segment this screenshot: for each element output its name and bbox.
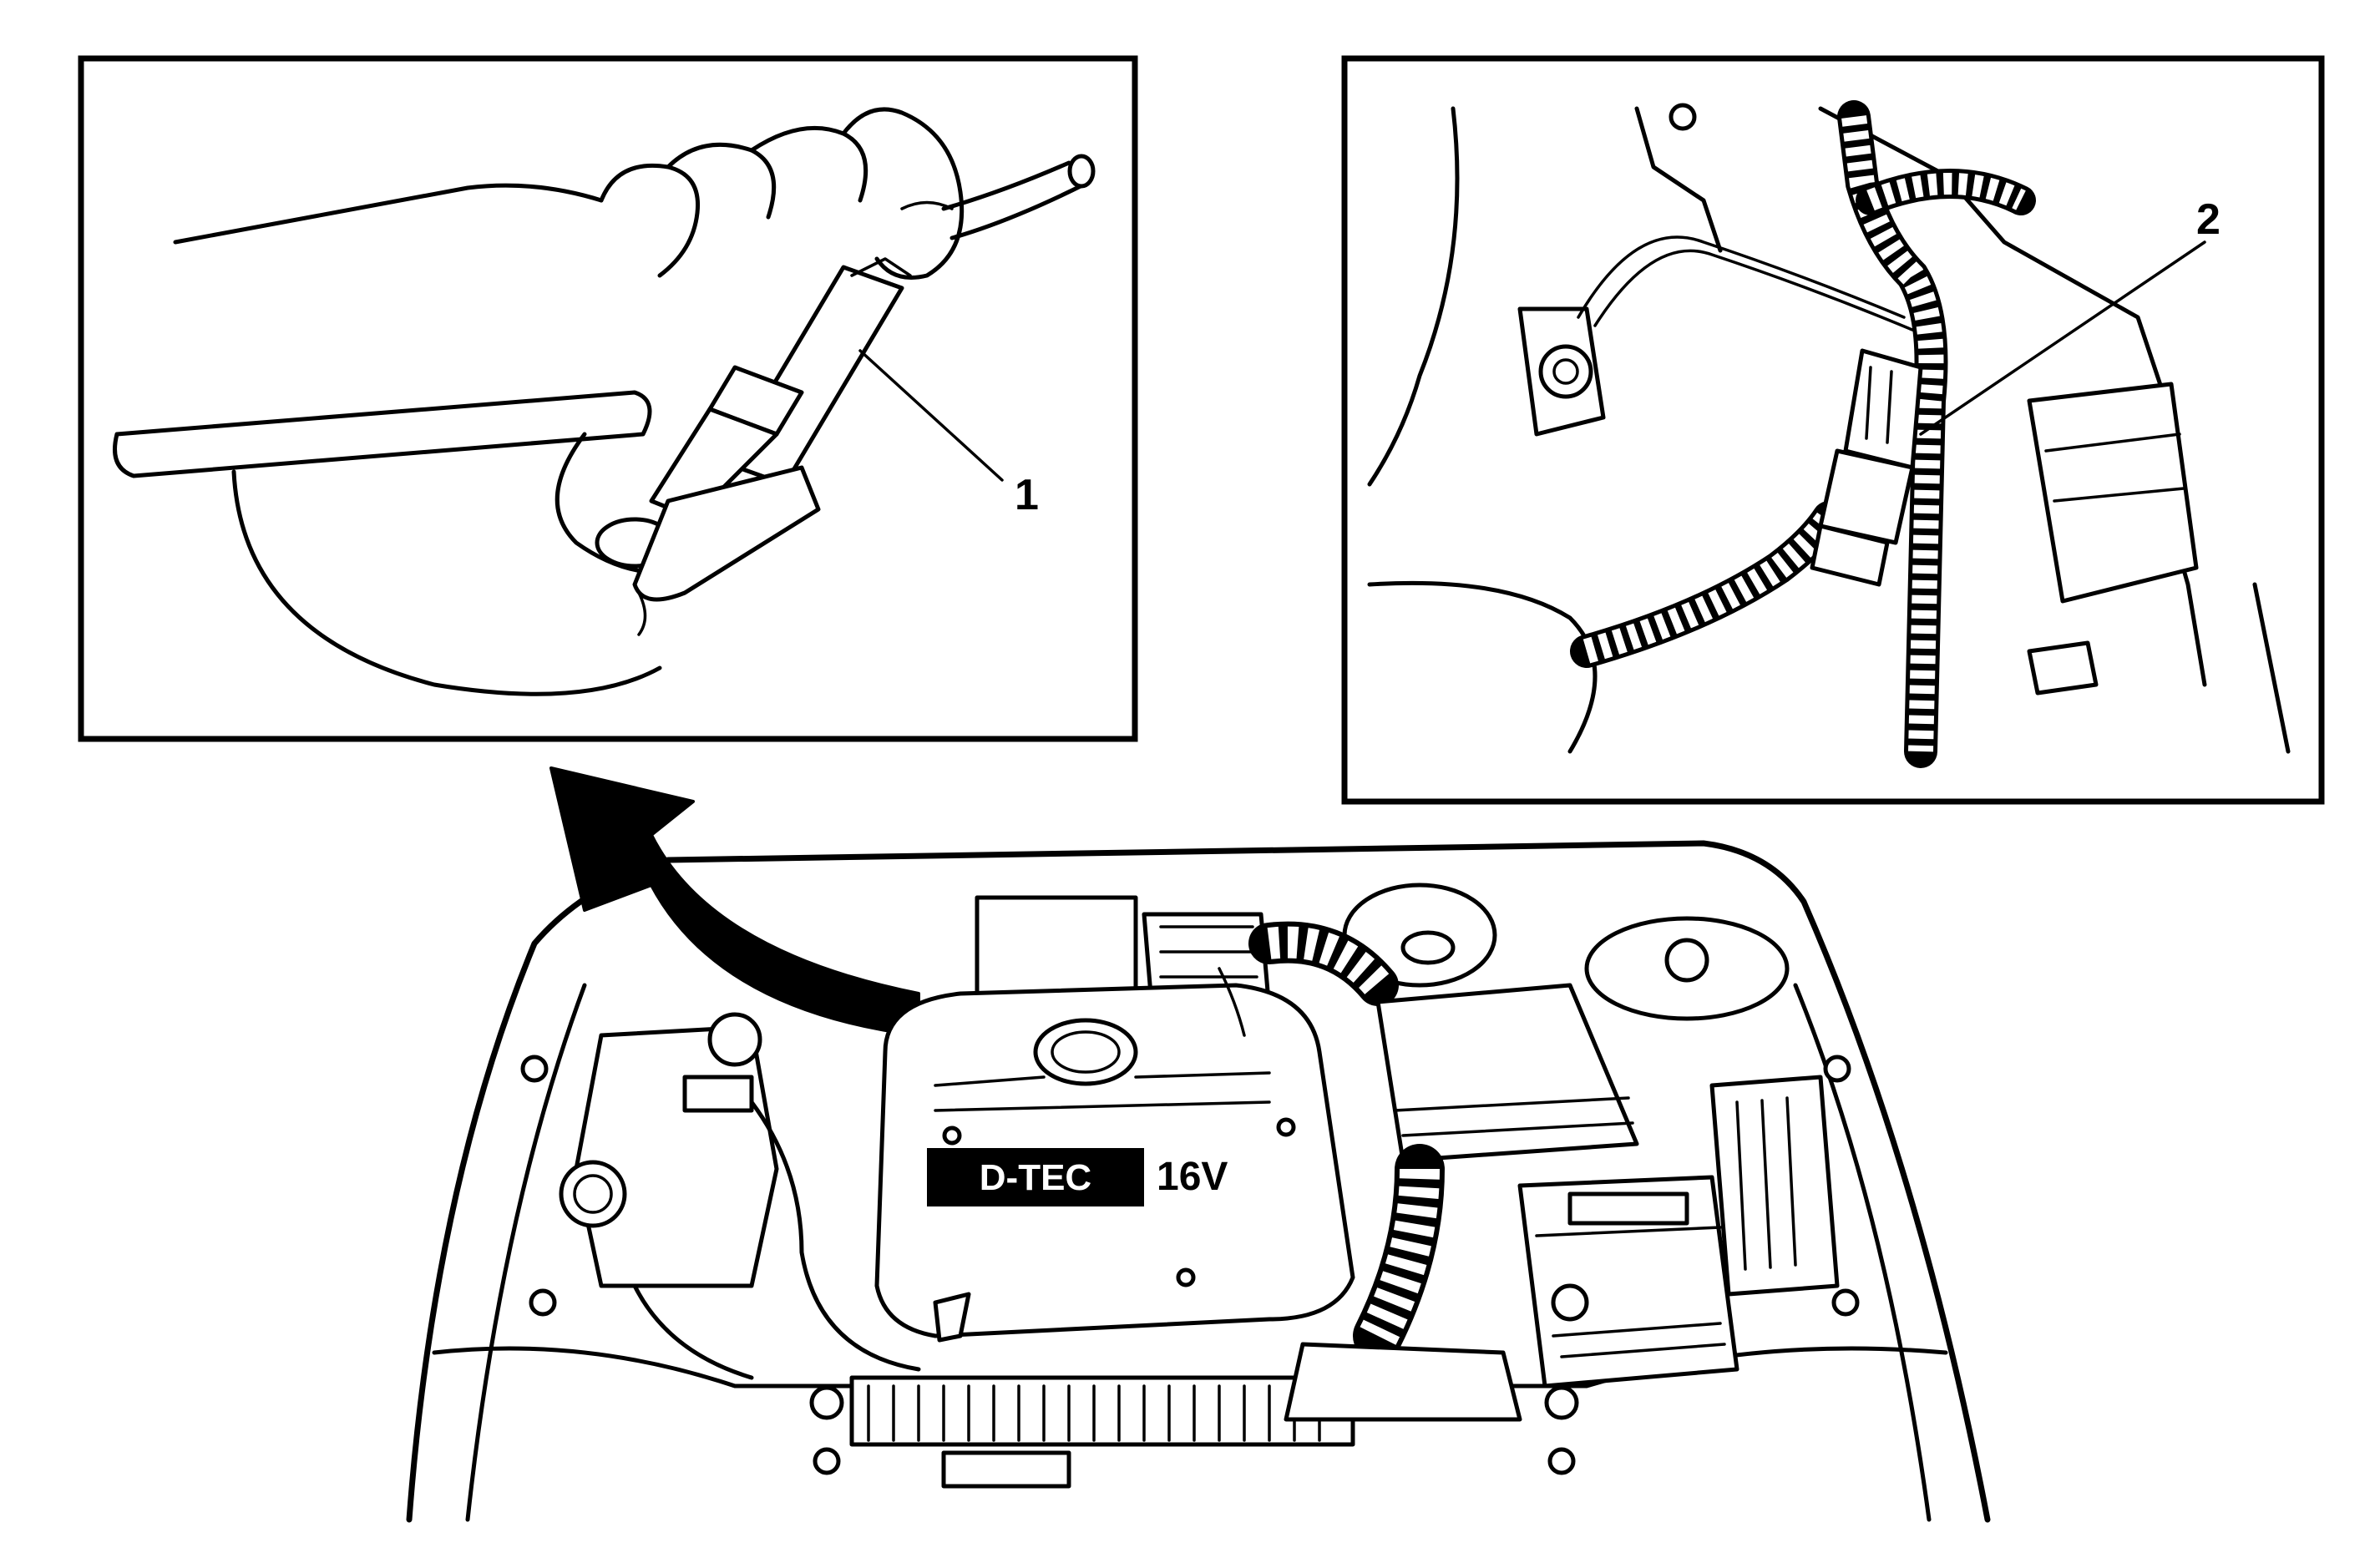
fender-inner-left — [465, 983, 587, 1522]
engine-badge-plate — [927, 1148, 1144, 1206]
finger-1 — [599, 163, 701, 278]
connector-ribs — [1865, 366, 1893, 444]
engine-badge-brand: D-TEC — [980, 1157, 1091, 1198]
manifold-outline — [231, 469, 662, 696]
harness-branch-ribs — [1866, 173, 2026, 211]
relay-box-right — [1709, 1075, 1840, 1297]
reservoir-label — [682, 1075, 754, 1113]
arm-outline — [173, 183, 604, 245]
mount-bolt — [1538, 344, 1593, 399]
relay-box-ribs — [1735, 1096, 1797, 1271]
bracket-hole — [1669, 103, 1697, 131]
harness-thin-a — [1577, 235, 1906, 319]
callout-1: 1 — [1015, 471, 1039, 519]
radiator-grille — [849, 1375, 1355, 1447]
fender-bolt-left — [520, 1055, 549, 1083]
intake-tube-lower-ribs — [1360, 1168, 1440, 1345]
inset-connector-location: 2 — [1341, 55, 2325, 805]
fender-inner-right — [1793, 983, 1932, 1522]
fender-bolt-right — [1823, 1055, 1851, 1083]
engine-bay-view: D-TEC 16V — [406, 840, 1991, 1523]
battery-terminal-neg — [1551, 1283, 1589, 1322]
battery-tray — [1552, 1322, 1726, 1358]
hood-latch — [941, 1450, 1071, 1489]
panel-edge-1 — [1367, 106, 1460, 487]
latch-bolt-left — [809, 1385, 844, 1420]
leader-line-2 — [1919, 240, 2206, 436]
sensor-wire-b — [949, 181, 1088, 240]
battery-label — [1567, 1191, 1689, 1226]
washer-cap — [559, 1160, 627, 1228]
engine-badge-valves: 16V — [1157, 1155, 1228, 1199]
sensor-cable-engine — [1218, 967, 1246, 1037]
air-scoop — [1284, 1342, 1522, 1422]
sensor-wire-a — [941, 160, 1071, 211]
air-filter-box — [1375, 983, 1639, 1163]
engine-cover: D-TEC 16V — [874, 983, 1355, 1343]
coolant-cap — [707, 1012, 762, 1067]
washer-cap-inner — [573, 1174, 613, 1214]
wrench-handle — [113, 390, 652, 478]
socket-tool — [632, 465, 821, 602]
cover-bolt-a — [942, 1126, 962, 1146]
grille-slats — [867, 1384, 1321, 1442]
cover-ribs — [934, 1071, 1271, 1112]
bracket-top — [1634, 106, 1723, 253]
body-line-top — [1818, 106, 2174, 420]
mount-bolt-left — [813, 1447, 841, 1475]
air-filter-ribs — [1393, 1096, 1634, 1137]
connector-lower-half — [1818, 448, 1915, 545]
fender-bolt-right-low — [1831, 1288, 1860, 1317]
direction-arrow — [549, 766, 920, 1037]
cover-bolt-b — [1276, 1117, 1296, 1137]
battery-top-edge — [1535, 1226, 1722, 1237]
master-cylinder-cap — [1400, 930, 1456, 965]
front-panel — [432, 1346, 1948, 1389]
body-line-far — [2252, 582, 2291, 754]
panel-edge-2 — [1367, 580, 1598, 754]
oil-filler-opening — [1033, 1018, 1138, 1086]
dipstick-handle — [933, 1292, 971, 1343]
coolant-hose-b — [632, 1283, 754, 1380]
intake-hose-ribs — [1267, 926, 1390, 996]
thumb — [841, 107, 965, 280]
strut-nut-right — [1664, 938, 1709, 983]
harness-thin-b — [1593, 249, 1914, 331]
mount-bolt-right — [1547, 1447, 1576, 1475]
inset-sensor-removal: 1 — [78, 55, 1138, 742]
sensor-lead-ribs — [1582, 510, 1840, 664]
connector-boot — [1810, 524, 1890, 587]
module-bolt — [2027, 640, 2099, 696]
fender-bolt-left-low — [529, 1288, 557, 1317]
wire-end — [1067, 154, 1096, 189]
coolant-hose-a — [749, 1100, 921, 1372]
intake-ribs — [1159, 925, 1258, 979]
hood-opening — [406, 840, 1991, 1523]
callout-2: 2 — [2196, 195, 2220, 244]
oil-filler-inner — [1051, 1030, 1121, 1074]
cover-bolt-c — [1176, 1267, 1196, 1287]
module-ribs — [2044, 432, 2185, 503]
mount-bolt-center — [1552, 358, 1579, 385]
leader-line-1 — [858, 349, 1004, 482]
oxygen-sensor-connector — [1810, 348, 1923, 587]
socket-detail — [637, 591, 647, 636]
coolant-reservoir — [574, 1024, 779, 1288]
sensor-boot — [850, 257, 912, 277]
latch-bolt-right — [1544, 1385, 1579, 1420]
